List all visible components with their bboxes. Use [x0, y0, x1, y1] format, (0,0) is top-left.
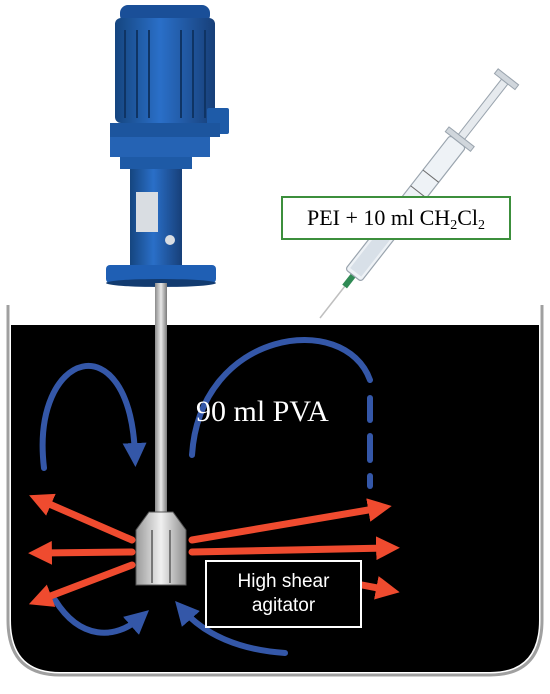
agitator-label: High shear agitator [205, 560, 362, 628]
flow-arrow-icon [39, 337, 373, 656]
upper-right-loop [189, 337, 373, 458]
agitator-label-line1: High shear [237, 571, 330, 592]
syringe-label-mid: Cl [457, 205, 478, 230]
lower-right-loop [175, 600, 288, 656]
syringe-label-sub1: 2 [450, 218, 458, 233]
impeller-icon [135, 283, 187, 586]
lower-left-loop [52, 597, 150, 636]
radial-flow-arrows [28, 493, 400, 607]
syringe-label-sub2: 2 [478, 218, 485, 233]
motor-icon [106, 5, 229, 287]
upper-left-loop [39, 363, 147, 471]
syringe-contents-label: PEI + 10 ml CH2Cl2 [281, 196, 511, 240]
syringe-label-main: PEI + 10 ml CH [307, 205, 451, 230]
solution-label: 90 ml PVA [196, 395, 329, 428]
agitator-label-line2: agitator [251, 595, 316, 616]
